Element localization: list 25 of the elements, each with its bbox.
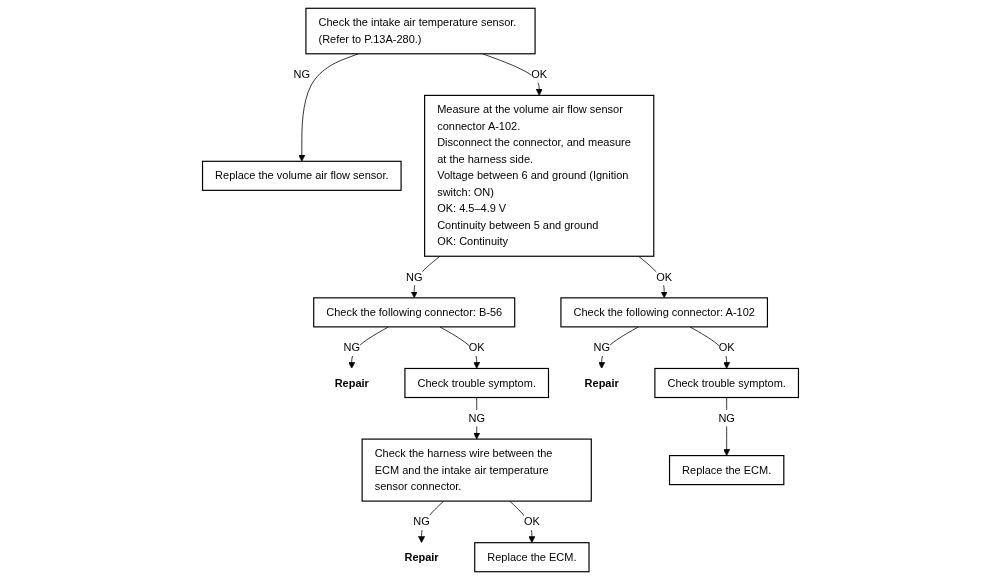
- node-box: Replace the ECM.: [474, 542, 590, 573]
- edge-label: NG: [405, 270, 423, 283]
- node-box: Check trouble symptom.: [404, 367, 550, 399]
- edge-label: NG: [343, 341, 360, 354]
- node-box: Check the harness wire between the ECM and the intake air temperature sensor connector.: [361, 438, 592, 502]
- node-box: Check the following connector: B-56: [313, 297, 516, 328]
- edge-label: NG: [293, 67, 311, 81]
- node-box: Replace the volume air flow sensor.: [201, 160, 402, 191]
- edge-label: OK: [468, 341, 485, 354]
- edge-label: NG: [718, 411, 735, 425]
- node-box: Replace the ECM.: [668, 455, 785, 486]
- edge-label: OK: [718, 341, 735, 354]
- edge-label: NG: [593, 341, 610, 354]
- edge-label: OK: [656, 270, 673, 283]
- edge-label: NG: [413, 515, 430, 528]
- edge-label: OK: [531, 67, 548, 81]
- node-text: Repair: [584, 376, 619, 389]
- node-box: Measure at the volume air flow sensor connector A-102. Disconnect the connector, and measure at the harness side. Voltage between 6 and ground (Ignition switch: ON) OK: 4.5–4.9 V Continuity between 5 and ground OK: Continuity: [424, 94, 655, 257]
- node-box: Check the following connector: A-102: [560, 297, 768, 328]
- node-box: Check the intake air temperature sensor. (Refer to P.13A-280.): [305, 7, 536, 55]
- edge-label: OK: [523, 515, 540, 528]
- edge-label: NG: [468, 411, 485, 425]
- node-text: Repair: [334, 376, 369, 389]
- node-box: Check trouble symptom.: [654, 367, 800, 399]
- node-text: Repair: [404, 550, 439, 564]
